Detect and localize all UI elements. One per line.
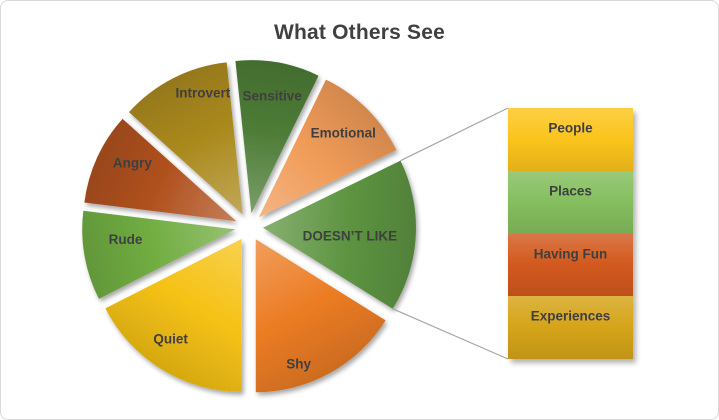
chart-title: What Others See bbox=[273, 21, 446, 44]
bar-segment-people: People bbox=[508, 108, 633, 171]
pie-slice-doesn-t-like bbox=[262, 160, 416, 309]
bar-segment-places: Places bbox=[508, 170, 633, 234]
pie-slice-emotional bbox=[258, 79, 397, 218]
pie-slice-quiet bbox=[105, 238, 242, 392]
pie-slice-angry bbox=[84, 118, 237, 222]
bar-segment-label: Having Fun bbox=[533, 246, 608, 262]
bar-segment-label: People bbox=[548, 120, 593, 136]
connector-line-bottom bbox=[392, 308, 509, 360]
pie-slice-sensitive bbox=[235, 60, 319, 214]
pie-slice-shy bbox=[255, 239, 386, 393]
pie-slice-rude bbox=[82, 210, 236, 299]
bar-segment-label: Places bbox=[549, 183, 592, 199]
bar-segment-having-fun: Having Fun bbox=[508, 233, 633, 297]
connector-line-top bbox=[400, 107, 509, 162]
pie-slice-introvert bbox=[128, 62, 243, 215]
bar-segment-label: Experiences bbox=[530, 308, 611, 324]
bar-segment-experiences: Experiences bbox=[508, 296, 633, 359]
